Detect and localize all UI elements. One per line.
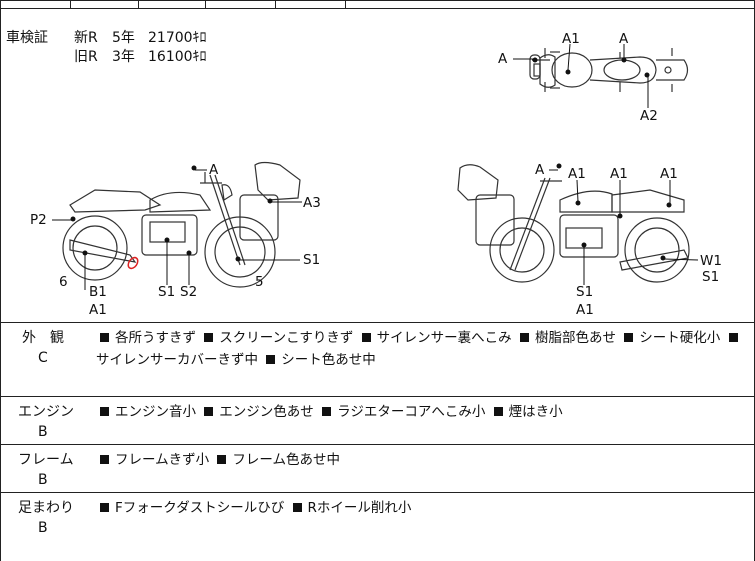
right-side-motorcycle — [457, 164, 690, 283]
section-frame-name: フレーム — [18, 452, 74, 468]
exterior-item: 各所うすきず — [115, 330, 196, 346]
right-label-s1-bottom: S1 — [576, 284, 593, 300]
frame-item: フレームきず小 — [115, 452, 210, 468]
left-label-p2: P2 — [30, 212, 47, 228]
frame-item: フレーム色あせ中 — [232, 452, 341, 468]
left-label-s1: S1 — [158, 284, 175, 300]
right-label-a1-c: A1 — [660, 166, 678, 182]
section-exterior-name: 外 観 — [22, 330, 64, 346]
left-label-s2: S2 — [180, 284, 197, 300]
damage-diagram: A A1 A A2 — [30, 31, 722, 318]
old-r-price: 16100ｷﾛ — [148, 49, 207, 65]
exterior-item: サイレンサー裏へこみ — [376, 330, 512, 346]
right-label-a: A — [535, 162, 545, 178]
right-label-a1-b: A1 — [610, 166, 628, 182]
left-label-a1: A1 — [89, 302, 107, 318]
left-label-s1-right: S1 — [303, 252, 320, 268]
new-r-years: 5年 — [112, 30, 135, 46]
left-side-leaders — [52, 169, 302, 290]
right-label-s1-right: S1 — [702, 269, 719, 285]
left-side-motorcycle — [62, 161, 301, 288]
section-suspension-name: 足まわり — [18, 500, 74, 516]
top-label-a1: A1 — [562, 31, 580, 47]
section-exterior-items-line1: 各所うすきず スクリーンこすりきず サイレンサー裏へこみ 樹脂部色あせ シート硬… — [96, 329, 744, 347]
engine-item: 煙はき小 — [508, 404, 563, 420]
section-engine-items: エンジン音小 エンジン色あせ ラジエターコアへこみ小 煙はき小 — [96, 403, 563, 421]
exterior-item: スクリーンこすりきず — [219, 330, 354, 346]
engine-item: ラジエターコアへこみ小 — [337, 404, 486, 420]
exterior-item: シート硬化小 — [639, 330, 721, 346]
new-r-label: 新R — [74, 30, 98, 46]
exterior-item: シート色あせ中 — [281, 352, 376, 368]
suspension-item: Fフォークダストシールひび — [115, 500, 285, 516]
inspection-label: 車検証 — [6, 30, 48, 46]
exterior-item: 樹脂部色あせ — [534, 330, 616, 346]
engine-item: エンジン音小 — [115, 404, 196, 420]
section-exterior-grade: C — [38, 350, 48, 366]
top-label-a-right: A — [619, 31, 629, 47]
left-label-5: 5 — [255, 274, 264, 290]
section-suspension-items: Fフォークダストシールひび Rホイール削れ小 — [96, 499, 411, 517]
suspension-item: Rホイール削れ小 — [307, 500, 412, 516]
new-r-price: 21700ｷﾛ — [148, 30, 207, 46]
right-label-a1-a: A1 — [568, 166, 586, 182]
left-label-6: 6 — [59, 274, 68, 290]
left-label-b1: B1 — [89, 284, 107, 300]
right-side-leaders — [549, 169, 699, 285]
exterior-item: サイレンサーカバーきず中 — [96, 352, 258, 368]
section-engine-name: エンジン — [18, 404, 74, 420]
old-r-years: 3年 — [112, 49, 135, 65]
section-frame-grade: B — [38, 472, 48, 488]
engine-item: エンジン色あせ — [219, 404, 314, 420]
top-view-leaders — [513, 43, 649, 108]
top-label-a2: A2 — [640, 108, 658, 124]
left-label-a3: A3 — [303, 195, 321, 211]
section-frame-items: フレームきず小 フレーム色あせ中 — [96, 451, 340, 469]
top-label-a-left: A — [498, 51, 508, 67]
left-label-a: A — [209, 162, 219, 178]
right-side-markers — [556, 163, 672, 261]
section-engine-grade: B — [38, 424, 48, 440]
section-suspension-grade: B — [38, 520, 48, 536]
top-view-motorcycle — [529, 48, 689, 92]
right-label-w1: W1 — [700, 253, 722, 269]
section-exterior-items-line2: サイレンサーカバーきず中 シート色あせ中 — [96, 351, 376, 369]
old-r-label: 旧R — [74, 49, 98, 65]
right-label-a1-bottom: A1 — [576, 302, 594, 318]
header-bottom-rule — [0, 8, 755, 9]
